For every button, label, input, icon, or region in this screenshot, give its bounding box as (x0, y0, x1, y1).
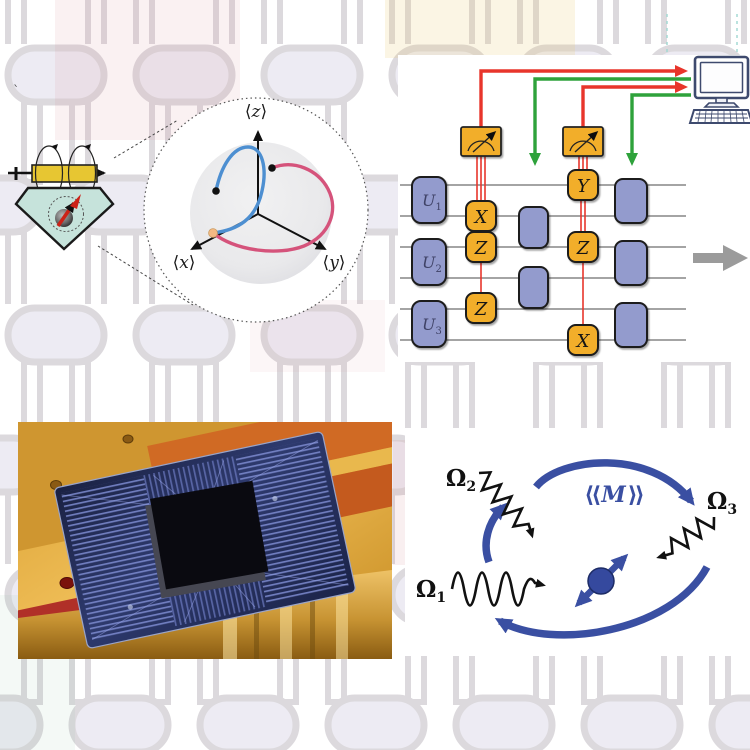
gate-x (567, 324, 599, 356)
magnifier-line (97, 245, 194, 306)
unitary-label-u2: U2 (422, 253, 442, 275)
start-state-dot (208, 228, 218, 238)
bloch-sphere (190, 142, 332, 284)
state-dot (212, 187, 220, 195)
quantum-circuit-panel: U1 U2 U3 X Z Z Y Z X (398, 55, 750, 362)
unitary-box-u1 (411, 176, 447, 224)
drive-label-omega2: Ω2 (446, 465, 476, 495)
unitary-boxes (411, 176, 648, 348)
feedforward-wire (626, 93, 691, 166)
coupler-box (614, 240, 648, 286)
stray-tick-mark: ` (13, 84, 20, 99)
unitary-box-u2 (411, 238, 447, 286)
desktop-computer-icon (688, 55, 750, 124)
gauge-needle-icon (472, 130, 497, 153)
spin-arrowhead-icon (70, 194, 81, 209)
chip-photograph (18, 422, 392, 659)
state-dot (268, 164, 276, 172)
pauli-gates (465, 169, 599, 356)
feedback-loop-panel: Ω2 Ω3 Ω1 ⟨⟨M⟩⟩ (405, 428, 750, 656)
yellow-tint (385, 0, 575, 58)
gate-z (567, 231, 599, 263)
gate-z (465, 231, 497, 263)
coupler-box (614, 302, 648, 348)
blue-trajectory (211, 145, 266, 235)
magnifier-line (113, 119, 179, 159)
spin-orbit-circle (48, 196, 84, 232)
cycle-arc-left (482, 502, 508, 564)
quantum-chip-die (145, 480, 269, 599)
cycle-arc-top (533, 459, 695, 506)
axis-label-y: ⟨y⟩ (323, 253, 346, 273)
coupler-box (518, 206, 549, 249)
carrier-logo-mark (127, 604, 133, 610)
carrier-logo-mark (272, 495, 278, 502)
coupler-box (614, 178, 648, 224)
waveguide (31, 164, 98, 183)
unitary-box-u3 (411, 300, 447, 348)
drive-label-omega1: Ω1 (416, 576, 446, 606)
circuit-panel-background (398, 55, 750, 362)
screw-hole (122, 434, 134, 444)
gate-label: Z (474, 299, 488, 320)
axis-label-z: ⟨z⟩ (245, 102, 267, 122)
measurement-meter (460, 126, 502, 157)
unitary-label-u3: U3 (422, 315, 442, 337)
measurement-meter (562, 126, 604, 157)
feedforward-wire (529, 77, 691, 166)
qubit-node (587, 567, 615, 595)
measurement-feedback-wire (479, 65, 688, 127)
measurement-record-label: ⟨⟨M⟩⟩ (584, 482, 643, 508)
output-arrow-icon (693, 245, 748, 271)
spin-arrow (56, 201, 76, 228)
gate-label: Z (474, 238, 488, 259)
gate-label: Y (577, 176, 591, 197)
red-trajectory (211, 163, 335, 253)
qubit-device (8, 144, 115, 251)
drive-label-omega3: Ω3 (707, 488, 737, 518)
gauge-needle-icon (574, 130, 599, 153)
gauge-arc-icon (569, 140, 597, 152)
gauge-arc-icon (467, 140, 495, 152)
drive-wave-omega1 (450, 571, 546, 607)
chip-carrier (54, 431, 356, 649)
cycle-arc-bottom (494, 565, 711, 639)
gate-label: X (473, 207, 489, 228)
loop-arrowhead-icon (85, 144, 91, 150)
gate-label: Z (576, 238, 590, 259)
drive-wave-omega3 (656, 516, 716, 560)
coupler-box (518, 266, 549, 309)
loop-arrowhead-icon (52, 144, 58, 150)
bloch-sphere-panel: ⟨z⟩ ⟨x⟩ ⟨y⟩ (97, 97, 369, 323)
gate-z (465, 292, 497, 324)
measurement-feedback-wire (581, 81, 688, 127)
axis-label-x: ⟨x⟩ (173, 253, 196, 273)
red-via-hole (59, 577, 75, 589)
unitary-label-u1: U1 (422, 191, 442, 213)
drive-wave-omega2 (478, 470, 535, 539)
gate-y (567, 169, 599, 201)
gate-label: X (575, 331, 591, 352)
